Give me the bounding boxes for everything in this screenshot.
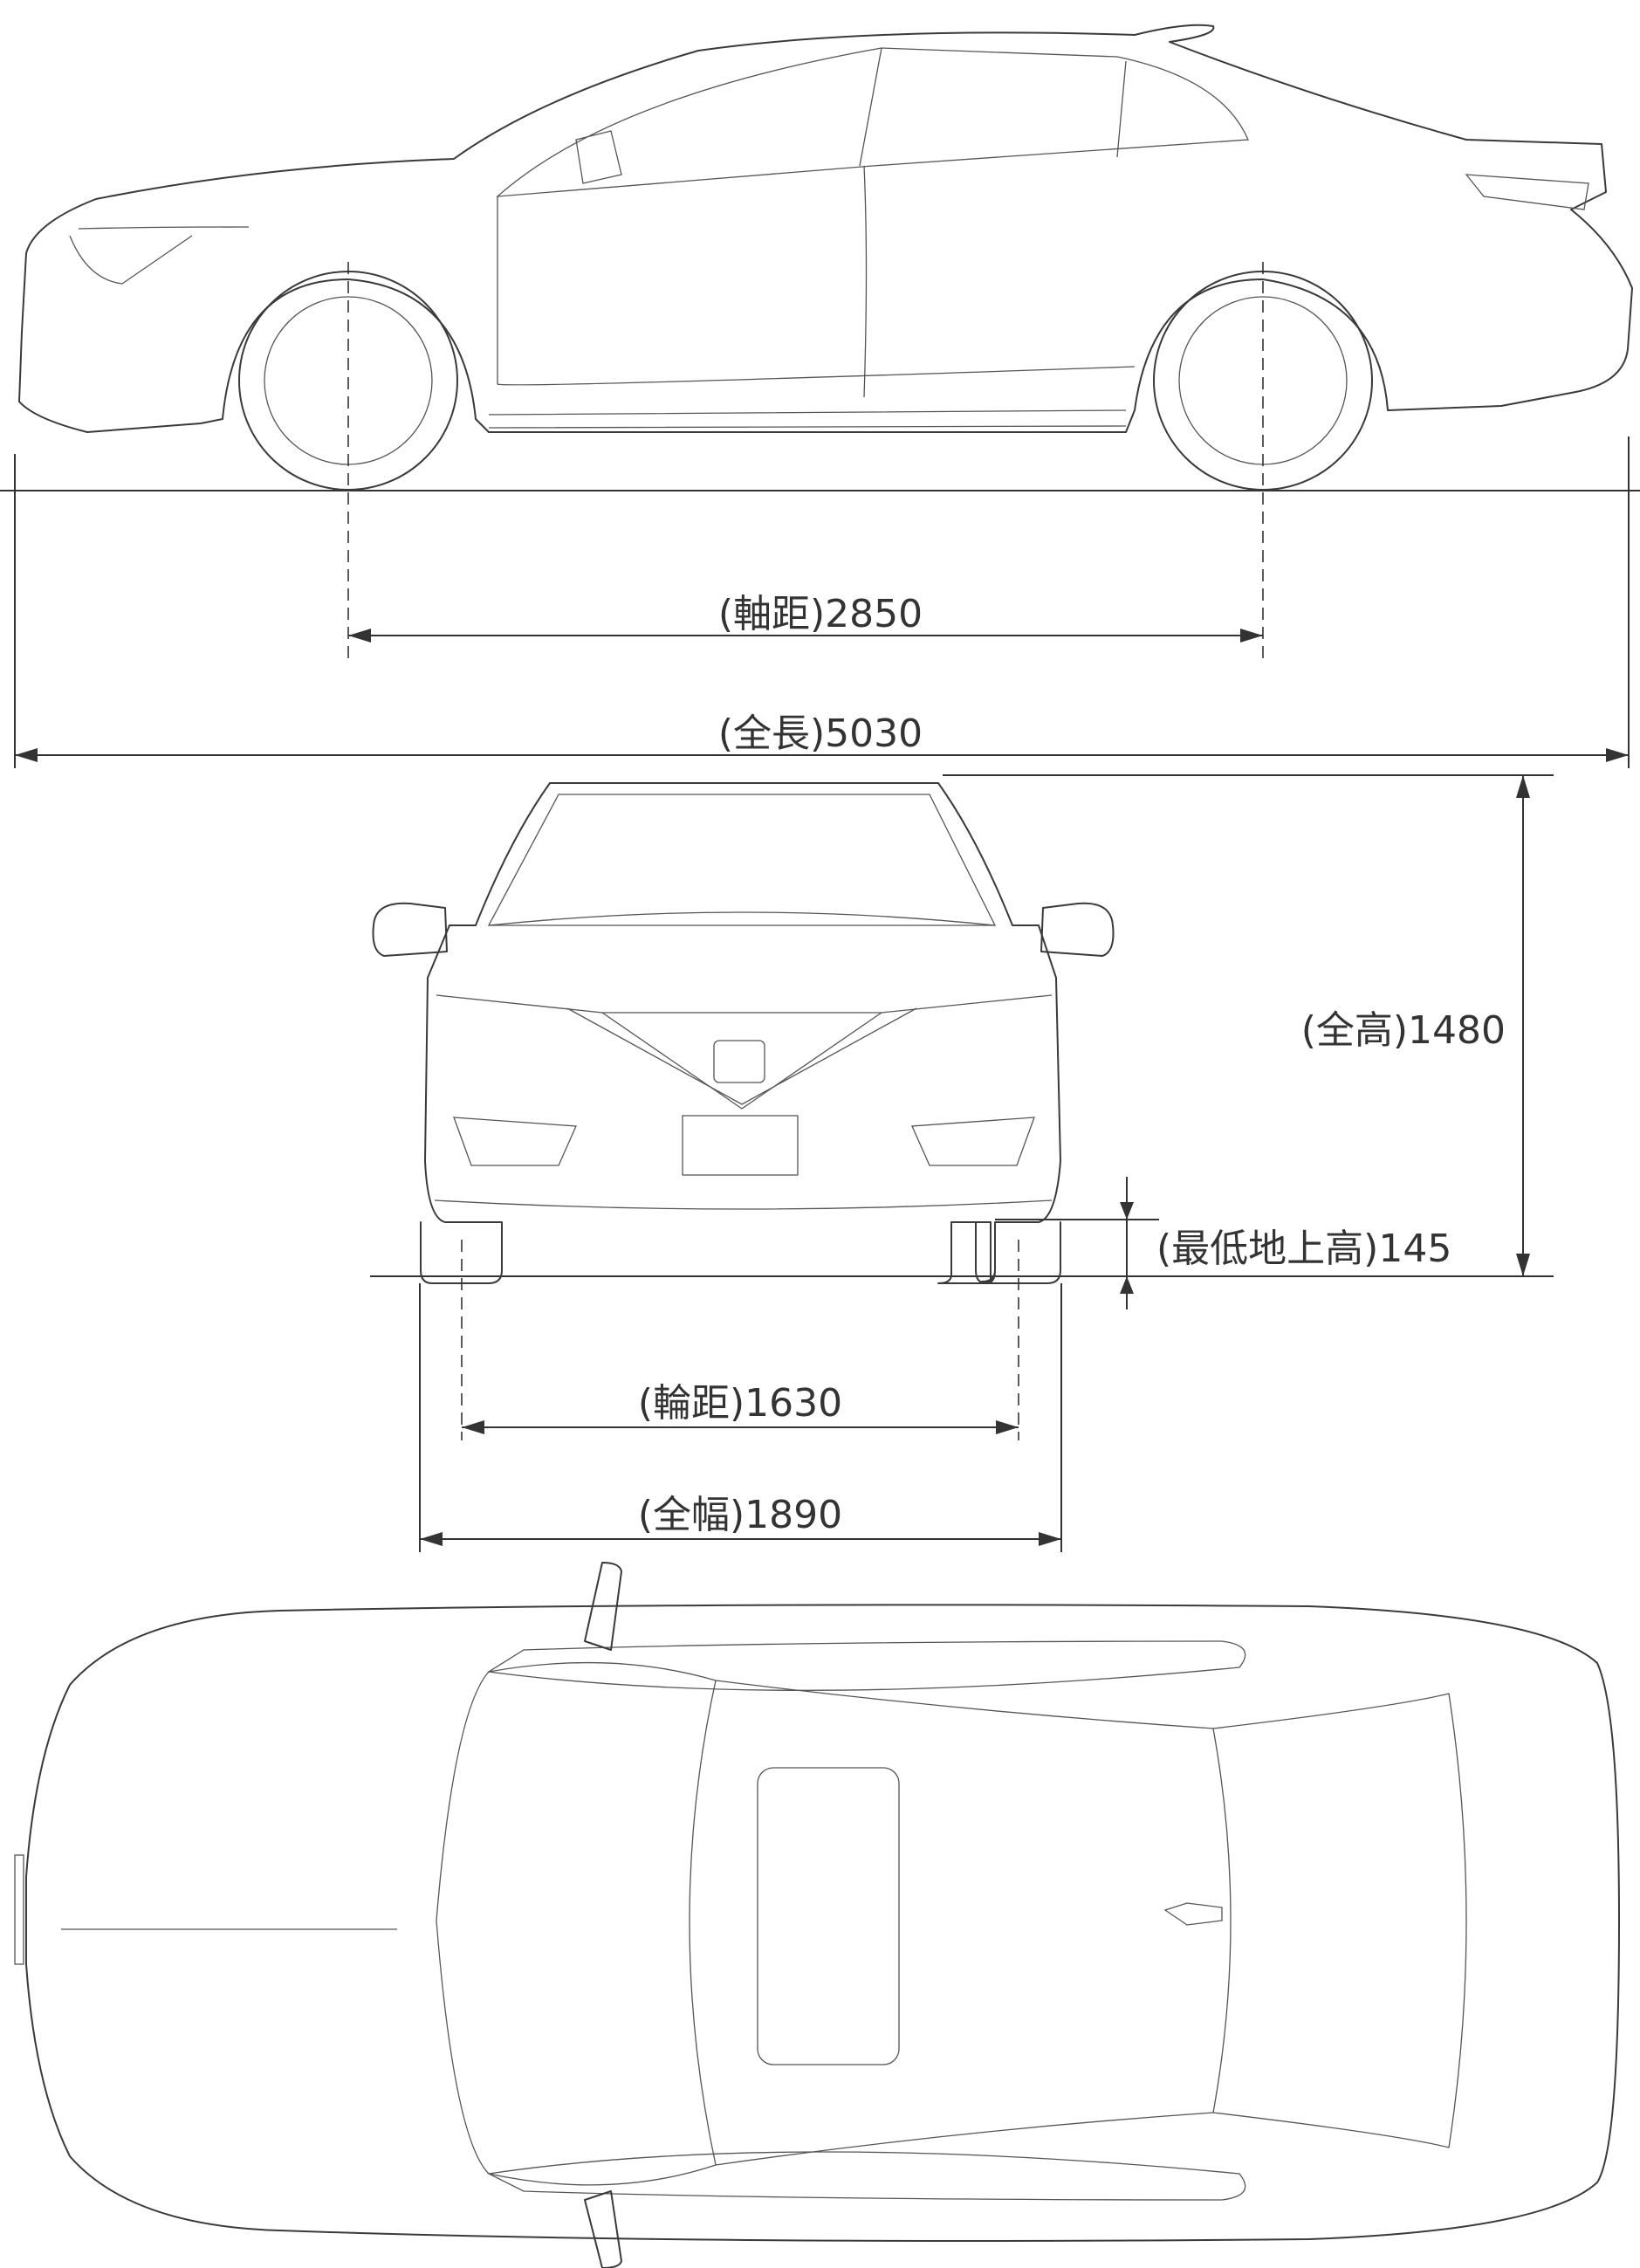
overall-length-label: (全長)5030 xyxy=(718,711,923,756)
overall-width-dimension: (全幅)1890 xyxy=(420,1493,1061,1546)
left-mirror xyxy=(372,902,448,957)
track-label: (輪距)1630 xyxy=(638,1381,842,1426)
ground-clearance-label: (最低地上高)145 xyxy=(1156,1227,1451,1271)
ground-clearance-dimension: (最低地上高)145 xyxy=(995,1177,1451,1309)
wheelbase-label: (軸距)2850 xyxy=(718,592,923,636)
side-body-outline xyxy=(18,24,1633,433)
sunroof xyxy=(757,1767,900,2065)
overall-height-label: (全高)1480 xyxy=(1301,1008,1506,1053)
overall-length-dimension: (全長)5030 xyxy=(15,711,1629,762)
top-left-mirror xyxy=(584,1562,622,1651)
top-body-outline xyxy=(25,1604,1620,2243)
overall-width-label: (全幅)1890 xyxy=(638,1493,842,1537)
right-mirror xyxy=(1040,902,1115,957)
front-view xyxy=(370,782,1554,1552)
side-window-line xyxy=(496,47,1249,197)
overall-height-dimension: (全高)1480 xyxy=(943,774,1554,1276)
wheelbase-dimension: (軸距)2850 xyxy=(348,592,1263,643)
top-view xyxy=(14,1562,1620,2268)
front-body-outline xyxy=(420,782,1061,1284)
side-view xyxy=(0,24,1640,768)
track-dimension: (輪距)1630 xyxy=(462,1381,1019,1434)
top-right-mirror xyxy=(584,2190,622,2268)
